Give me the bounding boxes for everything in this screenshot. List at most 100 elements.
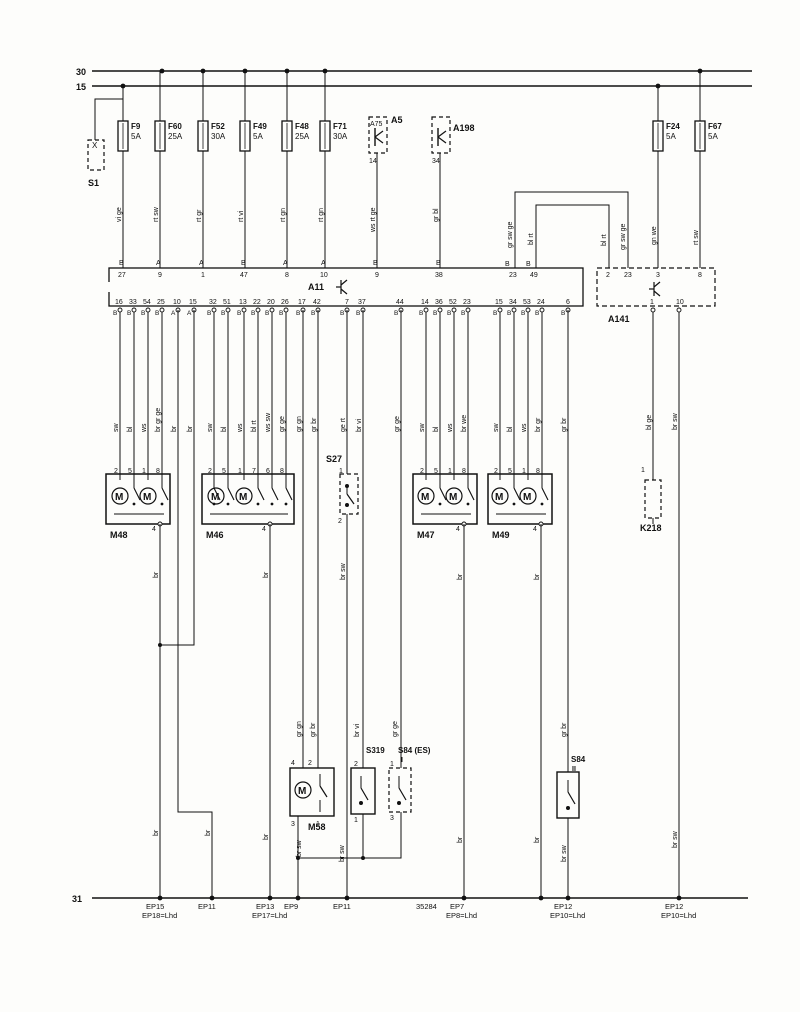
a11-pin-number: 25 <box>157 299 165 306</box>
rail-30: 30 <box>76 67 752 77</box>
motor-box <box>201 473 295 525</box>
wire-m47-br: br <box>457 573 464 580</box>
motor-contact-blade <box>161 487 169 501</box>
motor-contact-dot <box>132 502 136 506</box>
ground-label: EP15 <box>146 902 164 911</box>
motor-label: M49 <box>492 530 510 540</box>
s84es-wire-top: gr ge <box>392 721 399 737</box>
a11-pin-conn: B <box>340 310 344 317</box>
ground-label: EP11 <box>198 902 216 911</box>
a11-pin-number: 26 <box>281 299 289 306</box>
s84ii-sub: II <box>572 766 576 773</box>
s27-pin-top: 1 <box>339 468 343 475</box>
motor-contact-blade <box>439 487 447 501</box>
motor-contact-blade <box>513 487 521 501</box>
fuse-wire-color: rt gn <box>280 208 287 222</box>
a11-pin-number: 52 <box>449 299 457 306</box>
motor-pin-label: 6 <box>266 468 270 475</box>
a11-pin-conn: B <box>419 310 423 317</box>
module-a11: A11 <box>108 267 584 307</box>
ground-label: EP13 <box>256 902 274 911</box>
a11-pin-wire-color: bl rt <box>251 420 258 432</box>
a141-transistor-icon <box>649 281 661 297</box>
m58-pin-2: 2 <box>308 760 312 767</box>
fuse-wire-color: rt sw <box>693 229 700 245</box>
fuse-pin: 27 <box>118 272 126 279</box>
a11-pin-wire-color: bl <box>127 426 134 432</box>
switch-s319: S319 2 1 br vi br sw <box>339 723 385 862</box>
module-a141: A141 2 23 bl rt gr sw ge 1 10 bl ge br s… <box>596 223 716 898</box>
ground-label: EP11 <box>333 902 351 911</box>
a11-pin-conn: B <box>433 310 437 317</box>
motor-ground-pin: 4 <box>262 526 266 533</box>
wire-m49-br-lower: br <box>534 836 541 843</box>
s319-pin-top: 2 <box>354 761 358 768</box>
switch-cpin: 9 <box>375 272 379 279</box>
motor-m-glyph: M <box>421 492 429 503</box>
a11-pin-terminal <box>241 307 247 313</box>
m58-label: M58 <box>308 822 326 832</box>
fuse-rating: 30A <box>211 132 226 141</box>
a11-pin-terminal <box>225 307 231 313</box>
motor-icon <box>417 487 435 505</box>
motor-m58: M M58 4 2 3 1 gr gn gr br <box>289 721 335 832</box>
rail-31: 31 <box>72 894 748 904</box>
motor-contact-dot <box>540 502 544 506</box>
wire-m48-br: br <box>153 571 160 578</box>
motor-contact-blade <box>271 487 279 501</box>
motor-ground-pin: 4 <box>533 526 537 533</box>
a141-pin-23: 23 <box>624 272 632 279</box>
a11-pin-terminal <box>145 307 151 313</box>
s1-label: S1 <box>88 178 99 188</box>
a11-extra-wire-49: bl rt <box>528 233 535 245</box>
fuse-rating: 25A <box>295 132 310 141</box>
wire-a11-10-br: br <box>205 829 212 836</box>
fuse-pin: 3 <box>656 272 660 279</box>
a11-pin-conn: B <box>221 310 225 317</box>
a11-pin-number: 16 <box>115 299 123 306</box>
a11-pin-wire-color: br <box>171 425 178 432</box>
a11-pin-number: 33 <box>129 299 137 306</box>
a11-pin-wire-color: bl <box>221 426 228 432</box>
a11-pin-wire-color: br <box>187 425 194 432</box>
a11-pin-terminal <box>451 307 457 313</box>
lower-wiring <box>158 310 654 898</box>
motor-m-glyph: M <box>143 492 151 503</box>
motor-contact-dot <box>270 502 274 506</box>
a11-pin-wire-color: bl <box>433 426 440 432</box>
ground-ep9: EP9 <box>284 895 301 911</box>
ground-sublabel: EP10=Lhd <box>661 911 696 920</box>
a11-extra-wire-23: gr sw ge <box>507 221 514 248</box>
a11-pin-terminal <box>437 307 443 313</box>
a11-pin-terminal <box>159 307 165 313</box>
s84ii-wire-bot: br sw <box>561 844 568 862</box>
a11-pin-conn: B <box>296 310 300 317</box>
a11-pin-conn: B <box>113 310 117 317</box>
ground-sublabel: EP17=Lhd <box>252 911 287 920</box>
a11-pin-terminal <box>211 307 217 313</box>
motor-m-glyph: M <box>523 492 531 503</box>
motor-box <box>487 473 553 525</box>
motor-label: M47 <box>417 530 435 540</box>
a11-pin-wire-color: gr ge <box>394 416 401 432</box>
fuse-wire-color: vi ge <box>116 207 123 222</box>
motor-pin-label: 5 <box>128 468 132 475</box>
a11-pin-terminal <box>423 307 429 313</box>
a11-pin-number: 6 <box>566 299 570 306</box>
a11-pin-number: 15 <box>495 299 503 306</box>
a11-pin-number: 42 <box>313 299 321 306</box>
relay-k218: 1 K218 <box>640 467 662 533</box>
a5-label: A5 <box>391 115 403 125</box>
motor-contact-blade <box>285 487 293 501</box>
